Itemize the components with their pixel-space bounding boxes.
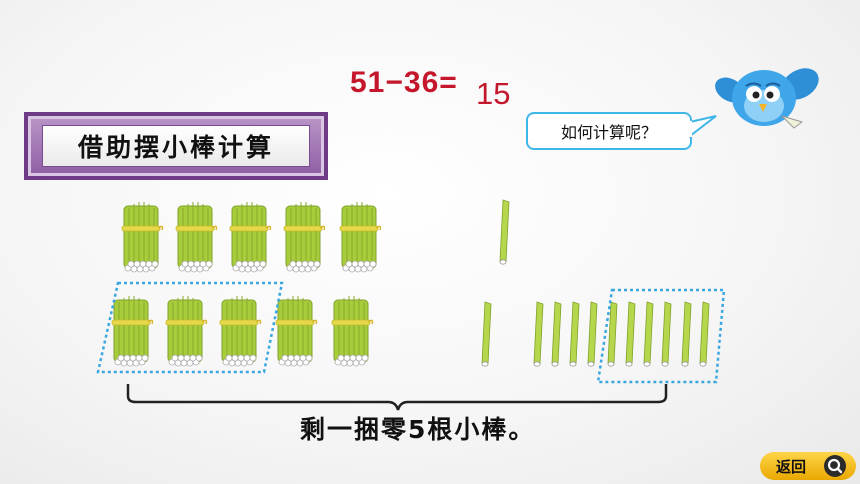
- bundle-bottom-5: [331, 295, 374, 367]
- dotted-box-sticks: [596, 288, 726, 384]
- bundle-top-1: [121, 201, 164, 273]
- method-label-box: 借助摆小棒计算: [24, 112, 328, 180]
- bundle-bottom-3: [219, 295, 262, 367]
- bundle-bottom-1: [111, 295, 154, 367]
- bundle-bottom-4: [275, 295, 318, 367]
- blue-bird-icon: [715, 68, 819, 129]
- single-stick-bottom-5: [587, 301, 598, 367]
- back-button[interactable]: 返回: [760, 452, 856, 480]
- back-button-label: 返回: [776, 458, 807, 476]
- dotted-box-bundles: [96, 281, 284, 374]
- brace: [126, 384, 668, 411]
- single-stick-bottom-11: [699, 301, 710, 367]
- bundle-top-3: [229, 201, 272, 273]
- single-stick-bottom-9: [661, 301, 672, 367]
- single-stick-top: [499, 199, 510, 265]
- single-stick-bottom-4: [569, 301, 580, 367]
- bundle-top-4: [283, 201, 326, 273]
- single-stick-bottom-10: [681, 301, 692, 367]
- single-stick-bottom-1: [481, 301, 492, 367]
- bundle-top-5: [339, 201, 382, 273]
- speech-bubble: 如何计算呢？: [526, 112, 692, 150]
- bundle-bottom-2: [165, 295, 208, 367]
- speech-bubble-tail: [686, 115, 717, 139]
- method-label-inner: 借助摆小棒计算: [42, 125, 310, 167]
- single-stick-bottom-2: [533, 301, 544, 367]
- magnifier-icon: [824, 455, 846, 477]
- single-stick-bottom-7: [625, 301, 636, 367]
- single-stick-bottom-8: [643, 301, 654, 367]
- single-stick-bottom-6: [607, 301, 618, 367]
- bundle-top-2: [175, 201, 218, 273]
- method-label: 借助摆小棒计算: [77, 133, 274, 162]
- single-stick-bottom-3: [551, 301, 562, 367]
- equation: 51−36=: [350, 66, 458, 99]
- equation-answer: 15: [476, 76, 511, 111]
- result-text: 剩一捆零5根小棒。: [300, 415, 536, 444]
- speech-bubble-text: 如何计算呢？: [560, 123, 657, 142]
